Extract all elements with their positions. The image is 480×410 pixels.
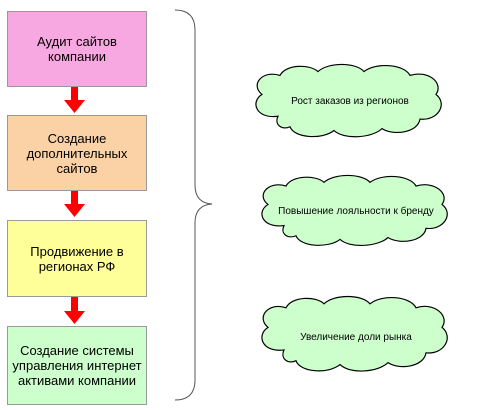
result-market-share: Увеличение доли рынка (300, 332, 412, 343)
step-promotion-box: Продвижение в регионах РФ (7, 220, 147, 297)
arrow-3 (64, 297, 85, 324)
result-brand-loyalty: Повышение лояльности к бренду (278, 206, 434, 217)
arrow-1 (64, 87, 85, 113)
result-orders-growth: Рост заказов из регионов (291, 96, 409, 107)
step-management-system-label: Создание системы управления интернет акт… (12, 343, 142, 388)
curly-brace (174, 9, 213, 401)
step-audit-label: Аудит сайтов компании (37, 34, 117, 64)
step-management-system-box: Создание системы управления интернет акт… (7, 326, 147, 405)
arrow-2 (64, 191, 85, 217)
step-audit-box: Аудит сайтов компании (7, 11, 147, 87)
step-create-sites-box: Создание дополнительных сайтов (7, 115, 147, 191)
step-create-sites-label: Создание дополнительных сайтов (26, 130, 128, 176)
step-promotion-label: Продвижение в регионах РФ (30, 243, 124, 274)
